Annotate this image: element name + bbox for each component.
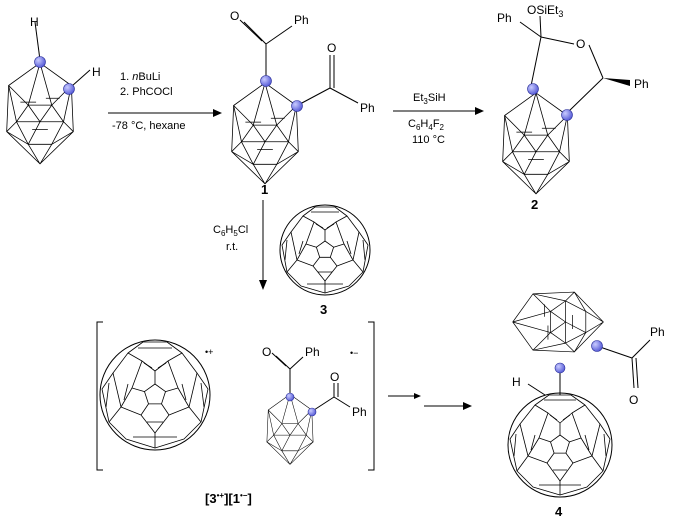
salt-ph-top: Ph	[305, 345, 320, 359]
step2-temperature: 110 °C	[412, 134, 445, 146]
step2-reagent: Et3SiH	[413, 92, 446, 106]
salt-o-top: O	[262, 345, 271, 359]
compound2-label: 2	[531, 197, 538, 212]
compound4-h: H	[512, 375, 521, 389]
radical-ion-pair: •+ O Ph O Ph •− [3•+][1•−]	[96, 321, 375, 506]
step1-reagent2: 2. PhCOCl	[120, 86, 173, 98]
c60-compound-3	[279, 204, 371, 296]
salt-ph-right: Ph	[352, 405, 367, 419]
arrow-step1	[108, 109, 222, 117]
compound1-ph-top: Ph	[294, 13, 309, 27]
anion-radical-mark: •−	[350, 348, 358, 358]
compound2-ph-left: Ph	[497, 11, 512, 25]
start-carborane: H H	[6, 15, 101, 165]
step2-solvent: C6H4F2	[408, 118, 445, 132]
compound1-label: 1	[261, 182, 268, 197]
step3-temperature: r.t.	[226, 241, 238, 253]
arrow-step2	[393, 107, 484, 115]
start-h-right: H	[92, 65, 101, 79]
compound4-o: O	[629, 393, 638, 407]
start-h-top: H	[30, 15, 39, 29]
compound2-ph-right: Ph	[634, 77, 649, 91]
compound4-ph: Ph	[650, 325, 665, 339]
compound4-label: 4	[555, 504, 563, 519]
compound1-ph-right: Ph	[360, 101, 375, 115]
step1-conditions: -78 °C, hexane	[112, 120, 186, 132]
salt-o-right: O	[330, 370, 339, 384]
compound-1: O Ph O Ph 1	[230, 9, 375, 197]
compound2-o-ring: O	[576, 37, 585, 51]
compound1-o-right: O	[327, 41, 336, 55]
arrow-step4	[388, 393, 472, 410]
step1-reagent1: 1. nBuLi	[120, 71, 160, 83]
compound-2: Ph OSiEt3 O Ph 2	[497, 3, 649, 212]
salt-label: [3•+][1•−]	[205, 491, 252, 506]
compound2-osiet3: OSiEt3	[527, 3, 563, 19]
cation-radical-mark: •+	[205, 347, 213, 357]
compound1-o-top: O	[230, 9, 239, 23]
step3-solvent: C6H5Cl	[213, 224, 248, 238]
compound3-label: 3	[320, 302, 327, 317]
compound-4: Ph O H 4	[507, 291, 665, 519]
arrow-step3	[259, 200, 267, 290]
